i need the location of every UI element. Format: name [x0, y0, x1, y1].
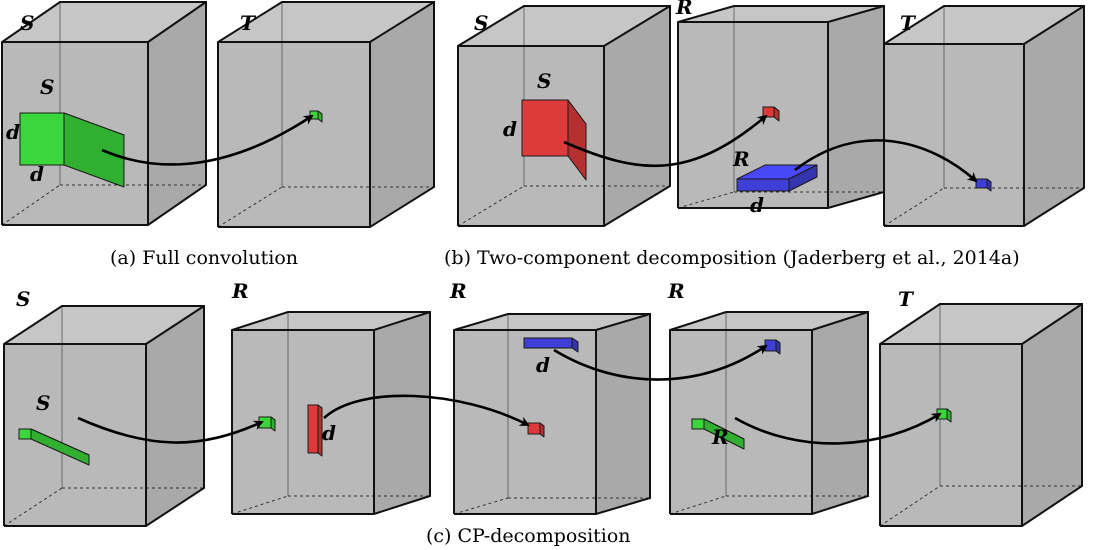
tensor-box-a-t-side-face	[370, 2, 434, 227]
kernel-c-r3-output-front	[764, 339, 777, 352]
label-a-kernel-d-left: d	[6, 120, 20, 144]
label-b-kernel1-s: S	[537, 69, 551, 93]
label-b-kernel2-r: R	[732, 147, 750, 171]
kernel-c-r3-output-side	[775, 339, 781, 355]
tensor-box-b-s-side-face	[604, 6, 670, 226]
kernel-a-full-front	[19, 112, 65, 166]
label-c-kernel4-r: R	[711, 425, 729, 449]
kernel-c-r2-output	[527, 422, 545, 438]
label-c-box1: S	[16, 287, 30, 311]
tensor-box-b-r-front-face	[678, 22, 828, 208]
kernel-c-horizontal-front	[523, 337, 573, 349]
tensor-box-c-r1-front-face	[232, 330, 374, 514]
kernel-c-r3-kernel-front	[691, 418, 705, 430]
label-a-box2: T	[240, 11, 257, 35]
tensor-box-b-t-front-face	[884, 44, 1024, 226]
tensor-box-c-t-side-face	[1022, 304, 1082, 526]
arrow-c-1	[77, 416, 264, 444]
tensor-box-c-s	[3, 305, 205, 527]
kernel-c-r2-output-side	[539, 422, 545, 438]
kernel-c-r1-output-side	[270, 416, 276, 432]
kernel-blocks	[18, 99, 992, 466]
kernel-c-vertical	[307, 404, 323, 457]
tensor-box-c-s-side-face	[146, 306, 204, 526]
label-c-box4: R	[667, 279, 685, 303]
kernel-b-spatial	[521, 99, 587, 181]
kernel-b-mid-output-front	[762, 106, 775, 118]
kernel-b-channel-front	[736, 178, 790, 192]
tensor-box-b-t-top-face	[884, 6, 1084, 44]
tensor-box-c-r2-front-face	[454, 330, 596, 514]
tensor-box-a-t	[217, 1, 435, 228]
tensor-boxes	[1, 1, 1085, 527]
kernel-c-t-output-side	[946, 408, 952, 423]
caption-c: (c) CP-decomposition	[426, 525, 631, 547]
tensor-box-b-t-side-face	[1024, 6, 1084, 226]
kernel-c-r3-kernel	[691, 418, 745, 450]
kernel-c-s-front	[18, 428, 32, 440]
label-a-kernel-d-bottom: d	[30, 162, 44, 186]
label-c-box3: R	[449, 279, 467, 303]
tensor-box-c-r1-top-face	[232, 312, 430, 330]
arrow-c-3	[553, 344, 768, 381]
arrow-c-2	[323, 394, 530, 427]
kernel-c-vertical-front	[307, 404, 319, 454]
tensor-box-c-r1	[231, 311, 431, 515]
tensor-box-c-r2-side-face	[596, 314, 650, 514]
tensor-box-b-r-top-face	[678, 6, 884, 22]
tensor-box-c-r1-side-face	[374, 312, 430, 514]
kernel-b-output	[975, 178, 992, 192]
kernel-c-r2-output-front	[527, 422, 541, 435]
label-a-kernel-s: S	[40, 75, 54, 99]
tensor-box-c-r2-top-face	[454, 314, 650, 330]
tensor-box-c-t-top-face	[880, 304, 1082, 344]
label-b-box1: S	[474, 11, 488, 35]
tensor-box-c-s-top-face	[4, 306, 204, 344]
tensor-box-c-s-front-face	[4, 344, 146, 526]
arrow-b-1	[563, 114, 768, 168]
kernel-b-spatial-front	[521, 99, 569, 157]
kernel-b-output-front	[975, 178, 988, 189]
kernel-b-mid-output	[762, 106, 780, 122]
label-c-kernel1-s: S	[36, 391, 50, 415]
tensor-box-c-t-front-face	[880, 344, 1022, 526]
label-b-kernel1-d: d	[503, 117, 517, 141]
arrow-c-4	[734, 412, 942, 445]
tensor-box-a-s-top-face	[2, 2, 206, 42]
tensor-box-a-t-front-face	[218, 42, 370, 227]
label-c-kernel3-d: d	[536, 353, 550, 377]
tensor-box-b-s-top-face	[458, 6, 670, 46]
tensor-box-a-s-side-face	[148, 2, 206, 225]
tensor-box-c-r3-top-face	[670, 312, 868, 330]
label-b-box3: T	[900, 11, 917, 35]
caption-b: (b) Two-component decomposition (Jaderbe…	[444, 247, 1020, 269]
kernel-c-horizontal	[523, 337, 579, 353]
label-c-box2: R	[231, 279, 249, 303]
label-a-box1: S	[20, 11, 34, 35]
caption-a: (a) Full convolution	[110, 247, 298, 269]
tensor-box-c-t	[879, 303, 1083, 527]
tensor-box-a-t-top-face	[218, 2, 434, 42]
tensor-box-c-r3-side-face	[812, 312, 868, 514]
label-c-kernel2-d: d	[322, 421, 336, 445]
label-c-box5: T	[898, 287, 915, 311]
tensor-box-b-r	[677, 5, 885, 209]
arrow-a-1	[101, 114, 314, 166]
label-b-kernel2-d: d	[750, 193, 764, 217]
kernel-a-full	[19, 112, 125, 188]
tensor-box-b-t	[883, 5, 1085, 227]
kernel-c-s	[18, 428, 90, 466]
tensor-box-b-r-side-face	[828, 6, 884, 208]
arrow-b-2	[794, 139, 978, 183]
label-b-box2: R	[675, 0, 693, 19]
